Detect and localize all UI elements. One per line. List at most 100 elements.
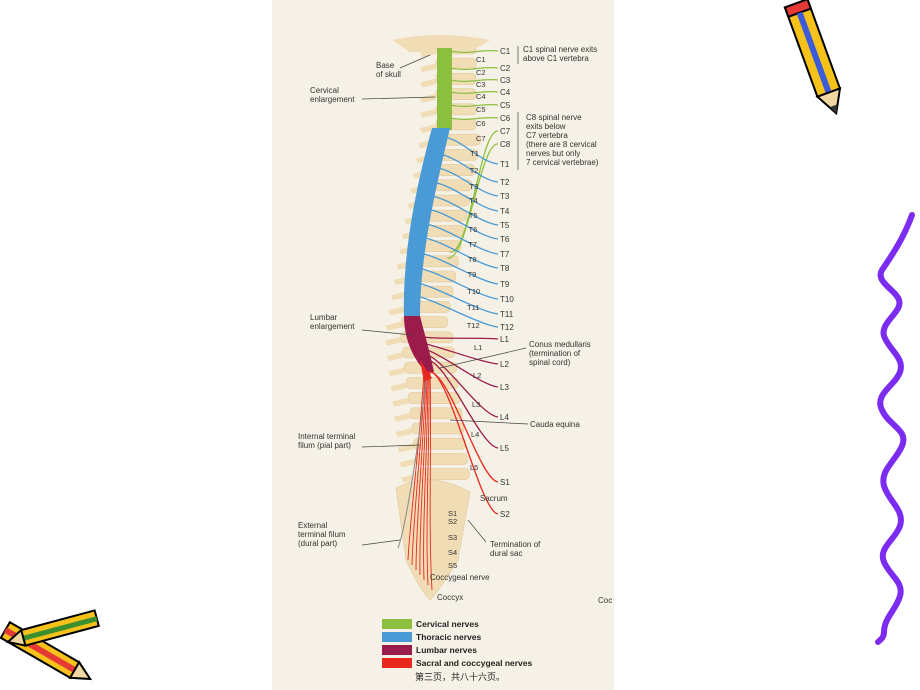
nerve-label: C3 bbox=[500, 76, 511, 85]
legend-label: Cervical nerves bbox=[416, 619, 479, 629]
nerve-label: C6 bbox=[500, 114, 511, 123]
vertebra-label: S2 bbox=[448, 517, 457, 526]
spinous-process bbox=[386, 352, 403, 361]
spinal-nerve bbox=[420, 347, 499, 388]
spinal-nerve bbox=[435, 181, 499, 212]
cauda-equina-nerve bbox=[429, 371, 433, 591]
vertebra-label: S1 bbox=[448, 509, 457, 518]
svg-text:C7 vertebra: C7 vertebra bbox=[526, 131, 568, 140]
nerve-label: C7 bbox=[500, 127, 511, 136]
spinal-nerve bbox=[422, 252, 499, 285]
nerve-label: C4 bbox=[500, 88, 511, 97]
spinous-process bbox=[395, 428, 412, 437]
vertebra-label: S4 bbox=[448, 548, 457, 557]
svg-text:Base: Base bbox=[376, 61, 395, 70]
spinous-process bbox=[388, 306, 405, 316]
vertebra-label: T7 bbox=[468, 240, 477, 249]
cauda-equina-nerve bbox=[415, 371, 427, 571]
svg-text:Cervical: Cervical bbox=[310, 86, 339, 95]
spinal-nerve bbox=[432, 195, 499, 226]
internal-filum-label: Internal terminal filum (pial part) bbox=[298, 432, 356, 450]
nerve-label: T3 bbox=[500, 192, 510, 201]
page-footer: 第三页，共八十六页。 bbox=[414, 673, 505, 683]
skull-base bbox=[392, 35, 490, 52]
nerve-label: T2 bbox=[500, 178, 510, 187]
vertebra-label: L1 bbox=[474, 343, 482, 352]
spinous-process bbox=[420, 63, 436, 73]
nerve-label: L1 bbox=[500, 335, 509, 344]
legend-label: Lumbar nerves bbox=[416, 645, 477, 655]
nerve-label: T8 bbox=[500, 264, 510, 273]
cauda-equina-label: Cauda equina bbox=[530, 420, 580, 429]
vertebra-label: S5 bbox=[448, 561, 457, 570]
nerve-label: C5 bbox=[500, 101, 511, 110]
vertebra-label: T3 bbox=[469, 182, 478, 191]
spinous-process bbox=[385, 321, 402, 331]
spinal-nerve bbox=[417, 341, 499, 365]
edge-fragment-label: Coc bbox=[598, 596, 612, 605]
spinal-cord bbox=[403, 48, 452, 382]
external-filum-label: External terminal filum (dural part) bbox=[298, 521, 346, 548]
nerve-label: C8 bbox=[500, 140, 511, 149]
nerve-label: T4 bbox=[500, 207, 510, 216]
decorative-squiggle bbox=[875, 212, 915, 645]
vertebra-label: L5 bbox=[470, 463, 478, 472]
svg-text:Termination of: Termination of bbox=[490, 540, 541, 549]
spinous-process bbox=[397, 443, 414, 453]
vertebra-label: T12 bbox=[467, 321, 480, 330]
nerve-label: C2 bbox=[500, 64, 511, 73]
cauda-equina-nerve bbox=[407, 371, 425, 561]
svg-text:Conus medullaris: Conus medullaris bbox=[529, 340, 591, 349]
cauda-equina-nerve bbox=[426, 371, 430, 586]
svg-text:exits below: exits below bbox=[526, 122, 566, 131]
svg-text:enlargement: enlargement bbox=[310, 322, 355, 331]
spinal-nerve bbox=[430, 371, 499, 515]
vertebra-label: C3 bbox=[476, 80, 486, 89]
vertebra-label: C1 bbox=[476, 55, 486, 64]
legend-label: Sacral and coccygeal nerves bbox=[416, 658, 533, 668]
nerve-label: T6 bbox=[500, 235, 510, 244]
nerve-label: T11 bbox=[500, 310, 514, 319]
pencils-icon-bottom-left bbox=[0, 609, 101, 681]
vertebra-label: L2 bbox=[473, 371, 481, 380]
c8-note: C8 spinal nerve exits below C7 vertebra … bbox=[526, 113, 599, 167]
nerve-labels: C1C2C3C4C5C6C7C8T1T2T3T4T5T6T7T8T9T10T11… bbox=[500, 47, 514, 519]
svg-text:filum (pial part): filum (pial part) bbox=[298, 441, 351, 450]
coccygeal-nerve-label: Coccygeal nerve bbox=[430, 573, 490, 582]
spinous-process bbox=[388, 367, 405, 377]
vertebra-label: T10 bbox=[467, 287, 480, 296]
svg-text:External: External bbox=[298, 521, 328, 530]
nerve-label: C1 bbox=[500, 47, 511, 56]
leader-lines bbox=[361, 46, 529, 546]
nerve-label: T7 bbox=[500, 250, 510, 259]
spinal-nerve bbox=[427, 223, 499, 255]
svg-text:C1 spinal nerve exits: C1 spinal nerve exits bbox=[523, 45, 597, 54]
vertebra-label: T8 bbox=[468, 255, 477, 264]
spinal-nerve bbox=[449, 66, 499, 71]
svg-text:7 cervical vertebrae): 7 cervical vertebrae) bbox=[526, 158, 599, 167]
nerve-label: S2 bbox=[500, 510, 510, 519]
svg-text:Lumbar: Lumbar bbox=[310, 313, 337, 322]
cauda-equina-nerve bbox=[423, 371, 429, 581]
vertebra-label: C7 bbox=[476, 134, 486, 143]
base-of-skull-label: Base of skull bbox=[376, 61, 401, 79]
legend-swatch bbox=[382, 658, 412, 668]
cauda-equina-nerve bbox=[419, 371, 428, 576]
vertebra-label: T11 bbox=[467, 303, 479, 312]
svg-text:(termination of: (termination of bbox=[529, 349, 581, 358]
spinous-process bbox=[420, 93, 436, 103]
spinous-process bbox=[384, 336, 401, 346]
spinal-nerve bbox=[437, 167, 499, 197]
nerve-label: T5 bbox=[500, 221, 510, 230]
vertebra-label: L3 bbox=[472, 400, 480, 409]
nerve-label: S1 bbox=[500, 478, 510, 487]
legend-swatch bbox=[382, 632, 412, 642]
spinal-nerves bbox=[397, 49, 499, 591]
spinal-nerve bbox=[414, 294, 499, 328]
spinal-nerve bbox=[427, 359, 499, 449]
vertebra-label: C5 bbox=[476, 105, 486, 114]
vertebra-label: S3 bbox=[448, 533, 457, 542]
nerve-label: T1 bbox=[500, 160, 510, 169]
